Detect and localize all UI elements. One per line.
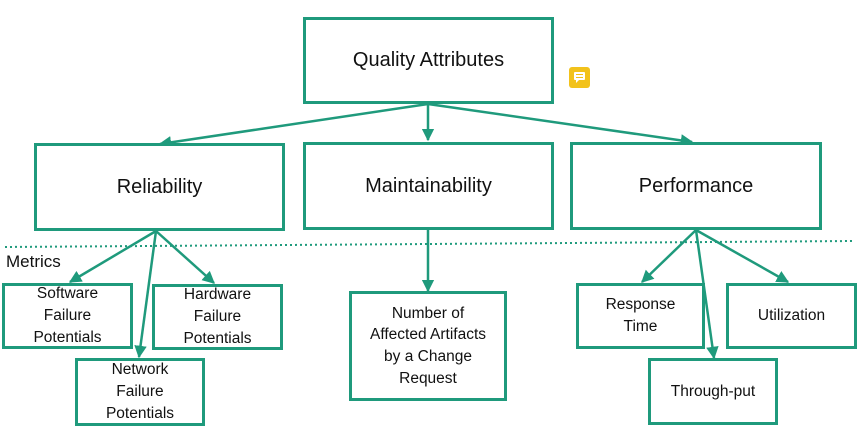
throughput-box: Through-put [648, 358, 778, 425]
reliability-box: Reliability [34, 143, 285, 231]
network-line-2: Failure [116, 383, 164, 401]
affected-line-3: by a Change [384, 348, 472, 365]
arrows [68, 102, 790, 360]
performance-label: Performance [638, 174, 754, 197]
affected-line-4: Request [399, 369, 457, 387]
network-failure-potentials-box: Network Failure Potentials [75, 358, 205, 426]
network-line-3: Potentials [105, 404, 175, 422]
quality-attributes-label: Quality Attributes [352, 49, 505, 71]
reliability-label: Reliability [116, 175, 203, 198]
metrics-divider [4, 240, 853, 248]
network-line-1: Network [111, 361, 169, 379]
utilization-label: Utilization [757, 307, 826, 325]
response-line-1: Response [605, 296, 676, 314]
arrow-reliability-software [68, 229, 157, 284]
performance-box: Performance [570, 142, 822, 230]
arrow-reliability-hardware [155, 230, 215, 284]
affected-line-1: Number of [391, 304, 465, 322]
affected-line-2: Affected Artifacts [369, 326, 487, 344]
software-line-1: Software [36, 285, 99, 303]
response-line-2: Time [623, 318, 658, 335]
arrow-performance-throughput [694, 229, 719, 360]
arrow-performance-response [641, 229, 697, 283]
hardware-line-3: Potentials [183, 329, 252, 347]
metrics-label: Metrics [6, 252, 61, 271]
hardware-failure-potentials-box: Hardware Failure Potentials [152, 284, 283, 350]
software-line-2: Failure [43, 307, 92, 325]
maintainability-box: Maintainability [303, 142, 554, 230]
utilization-box: Utilization [726, 283, 857, 349]
affected-artifacts-box: Number of Affected Artifacts by a Change… [349, 291, 507, 401]
maintainability-label: Maintainability [365, 174, 492, 197]
comment-icon[interactable] [569, 67, 590, 88]
software-line-3: Potentials [33, 328, 102, 346]
software-failure-potentials-box: Software Failure Potentials [2, 283, 133, 349]
hardware-line-1: Hardware [183, 286, 252, 304]
response-time-box: Response Time [576, 283, 705, 349]
hardware-line-2: Failure [193, 308, 242, 326]
arrow-reliability-network [134, 230, 158, 359]
quality-attributes-box: Quality Attributes [303, 17, 554, 104]
arrow-root-reliability [158, 102, 429, 149]
arrow-performance-utilization [695, 228, 790, 284]
arrow-root-performance [427, 102, 694, 147]
throughput-label: Through-put [670, 382, 756, 400]
